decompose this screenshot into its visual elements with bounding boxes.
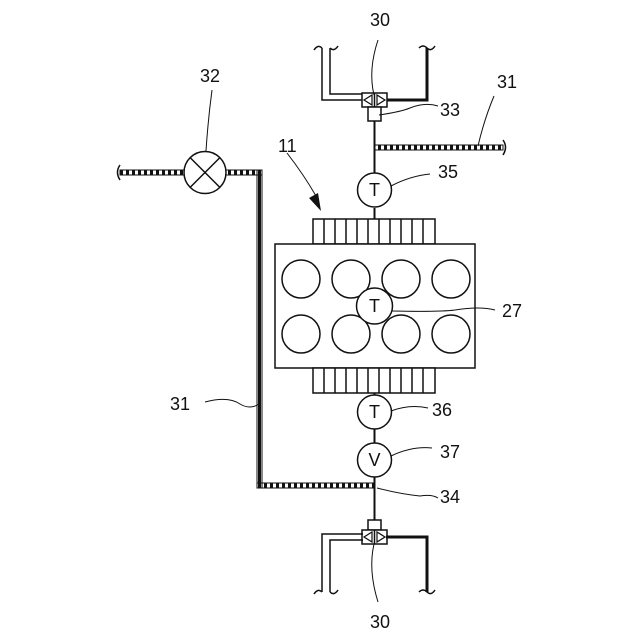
ref-32: 32 — [200, 66, 220, 86]
ref-35: 35 — [438, 162, 458, 182]
ref-30-top: 30 — [370, 10, 390, 30]
svg-text:T: T — [369, 296, 380, 316]
top-coupler-group — [314, 46, 435, 121]
temp-sensor-35: T — [358, 173, 392, 207]
expansion-valve-32 — [184, 152, 226, 194]
refrigerant-line-right — [375, 140, 506, 155]
ref-30-bottom: 30 — [370, 612, 390, 632]
ref-27: 27 — [502, 301, 522, 321]
valve-37: V — [358, 443, 392, 477]
svg-text:V: V — [368, 450, 380, 470]
ref-31-left: 31 — [170, 394, 190, 414]
pack-arrow-11 — [287, 153, 321, 211]
temp-sensor-36: T — [358, 395, 392, 429]
ref-34: 34 — [440, 487, 460, 507]
temp-sensor-27: T — [357, 288, 393, 324]
ref-36: 36 — [432, 400, 452, 420]
ref-37: 37 — [440, 442, 460, 462]
ref-11: 11 — [278, 136, 297, 156]
ref-31-right: 31 — [497, 72, 517, 92]
bottom-coupler-group — [314, 520, 435, 594]
svg-text:T: T — [369, 402, 380, 422]
ref-33: 33 — [440, 100, 460, 120]
svg-text:T: T — [369, 180, 380, 200]
